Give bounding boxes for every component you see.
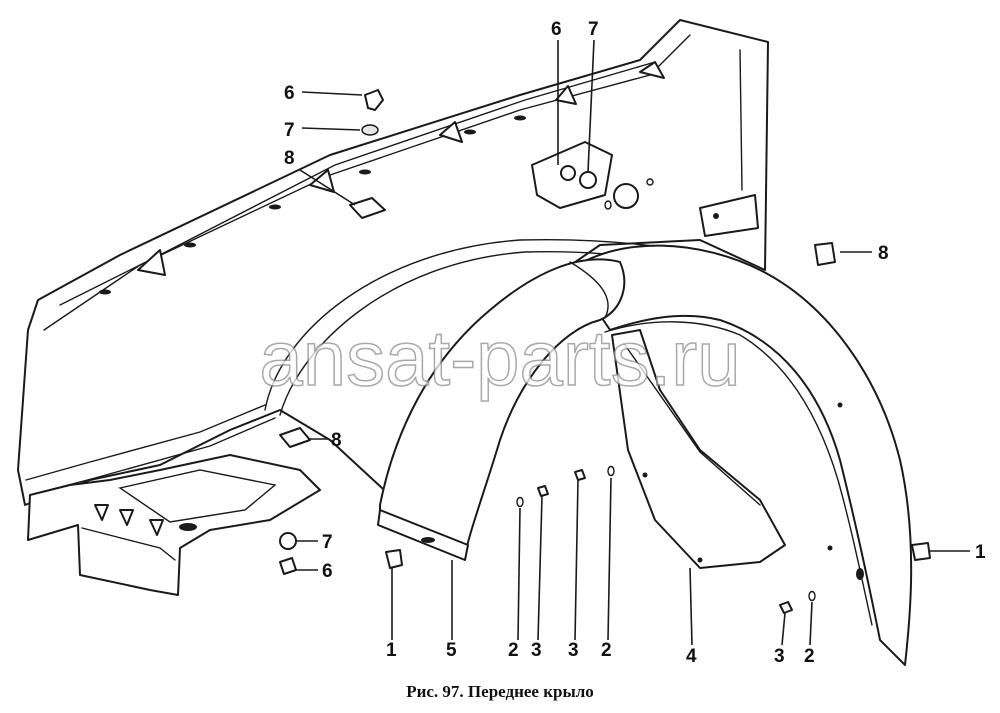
callout-2-bottom-c: 2	[804, 646, 815, 667]
front-fender-liner-part-5	[377, 258, 626, 561]
callout-7-top-left: 7	[284, 120, 295, 141]
callout-8-top-left: 8	[284, 148, 295, 169]
callout-5-bottom: 5	[446, 640, 457, 661]
callout-labels: 6 7 8 6 7 8 8 7 6 1 1 5 2 3 3 2 4 3 2	[284, 19, 986, 667]
figure-caption: Рис. 97. Переднее крыло	[406, 682, 594, 701]
callout-6-top-center: 6	[551, 19, 562, 40]
callout-6-bottom-left: 6	[322, 561, 333, 582]
callout-3-bottom-c: 3	[774, 646, 785, 667]
callout-4-bottom: 4	[686, 646, 697, 667]
callout-1-bottom: 1	[386, 640, 397, 661]
watermark-text: ansat-parts.ru	[259, 314, 740, 402]
wheel-arch-liner-part-4	[569, 244, 913, 666]
callout-2-bottom-b: 2	[601, 640, 612, 661]
front-fender-panel	[17, 19, 769, 596]
callout-1-right: 1	[975, 542, 986, 563]
callout-8-right: 8	[878, 243, 889, 264]
callout-3-bottom-a: 3	[531, 640, 542, 661]
leader-lines	[296, 39, 970, 646]
callout-2-bottom-a: 2	[508, 640, 519, 661]
callout-8-middle: 8	[331, 430, 342, 451]
callout-7-bottom-left: 7	[322, 532, 333, 553]
callout-3-bottom-b: 3	[568, 640, 579, 661]
callout-7-top-center: 7	[588, 19, 599, 40]
callout-6-top-left: 6	[284, 83, 295, 104]
